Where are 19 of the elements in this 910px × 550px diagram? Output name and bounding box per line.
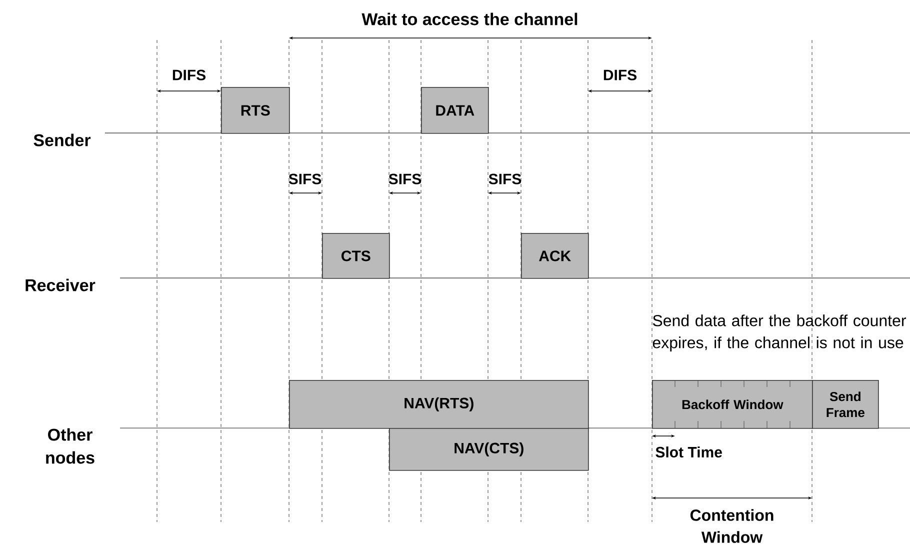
interval-label: SIFS [488, 174, 522, 184]
interval-label: DIFS [604, 70, 636, 80]
span-label: Wait to access the channel [362, 12, 578, 26]
station-label: Other nodes [46, 428, 94, 464]
frame-box: Send Frame [812, 380, 879, 429]
frame-box: RTS [221, 87, 290, 134]
interval-label: SIFS [388, 174, 422, 184]
station-label: Sender [34, 134, 91, 146]
interval-label: SIFS [288, 174, 322, 184]
interval-label: DIFS [172, 70, 206, 80]
frame-box: CTS [322, 233, 390, 279]
frame-box: ACK [521, 233, 589, 279]
frame-box: NAV(CTS) [389, 428, 589, 471]
frame-box: DATA [421, 87, 489, 134]
station-label: Receiver [26, 278, 96, 292]
frame-box: NAV(RTS) [289, 380, 589, 429]
note-text: Send data after the backoff counter expires, if the channel is not in use [652, 314, 906, 352]
interval-label: Slot Time [656, 446, 722, 458]
interval-label: Contention Window [690, 509, 774, 543]
